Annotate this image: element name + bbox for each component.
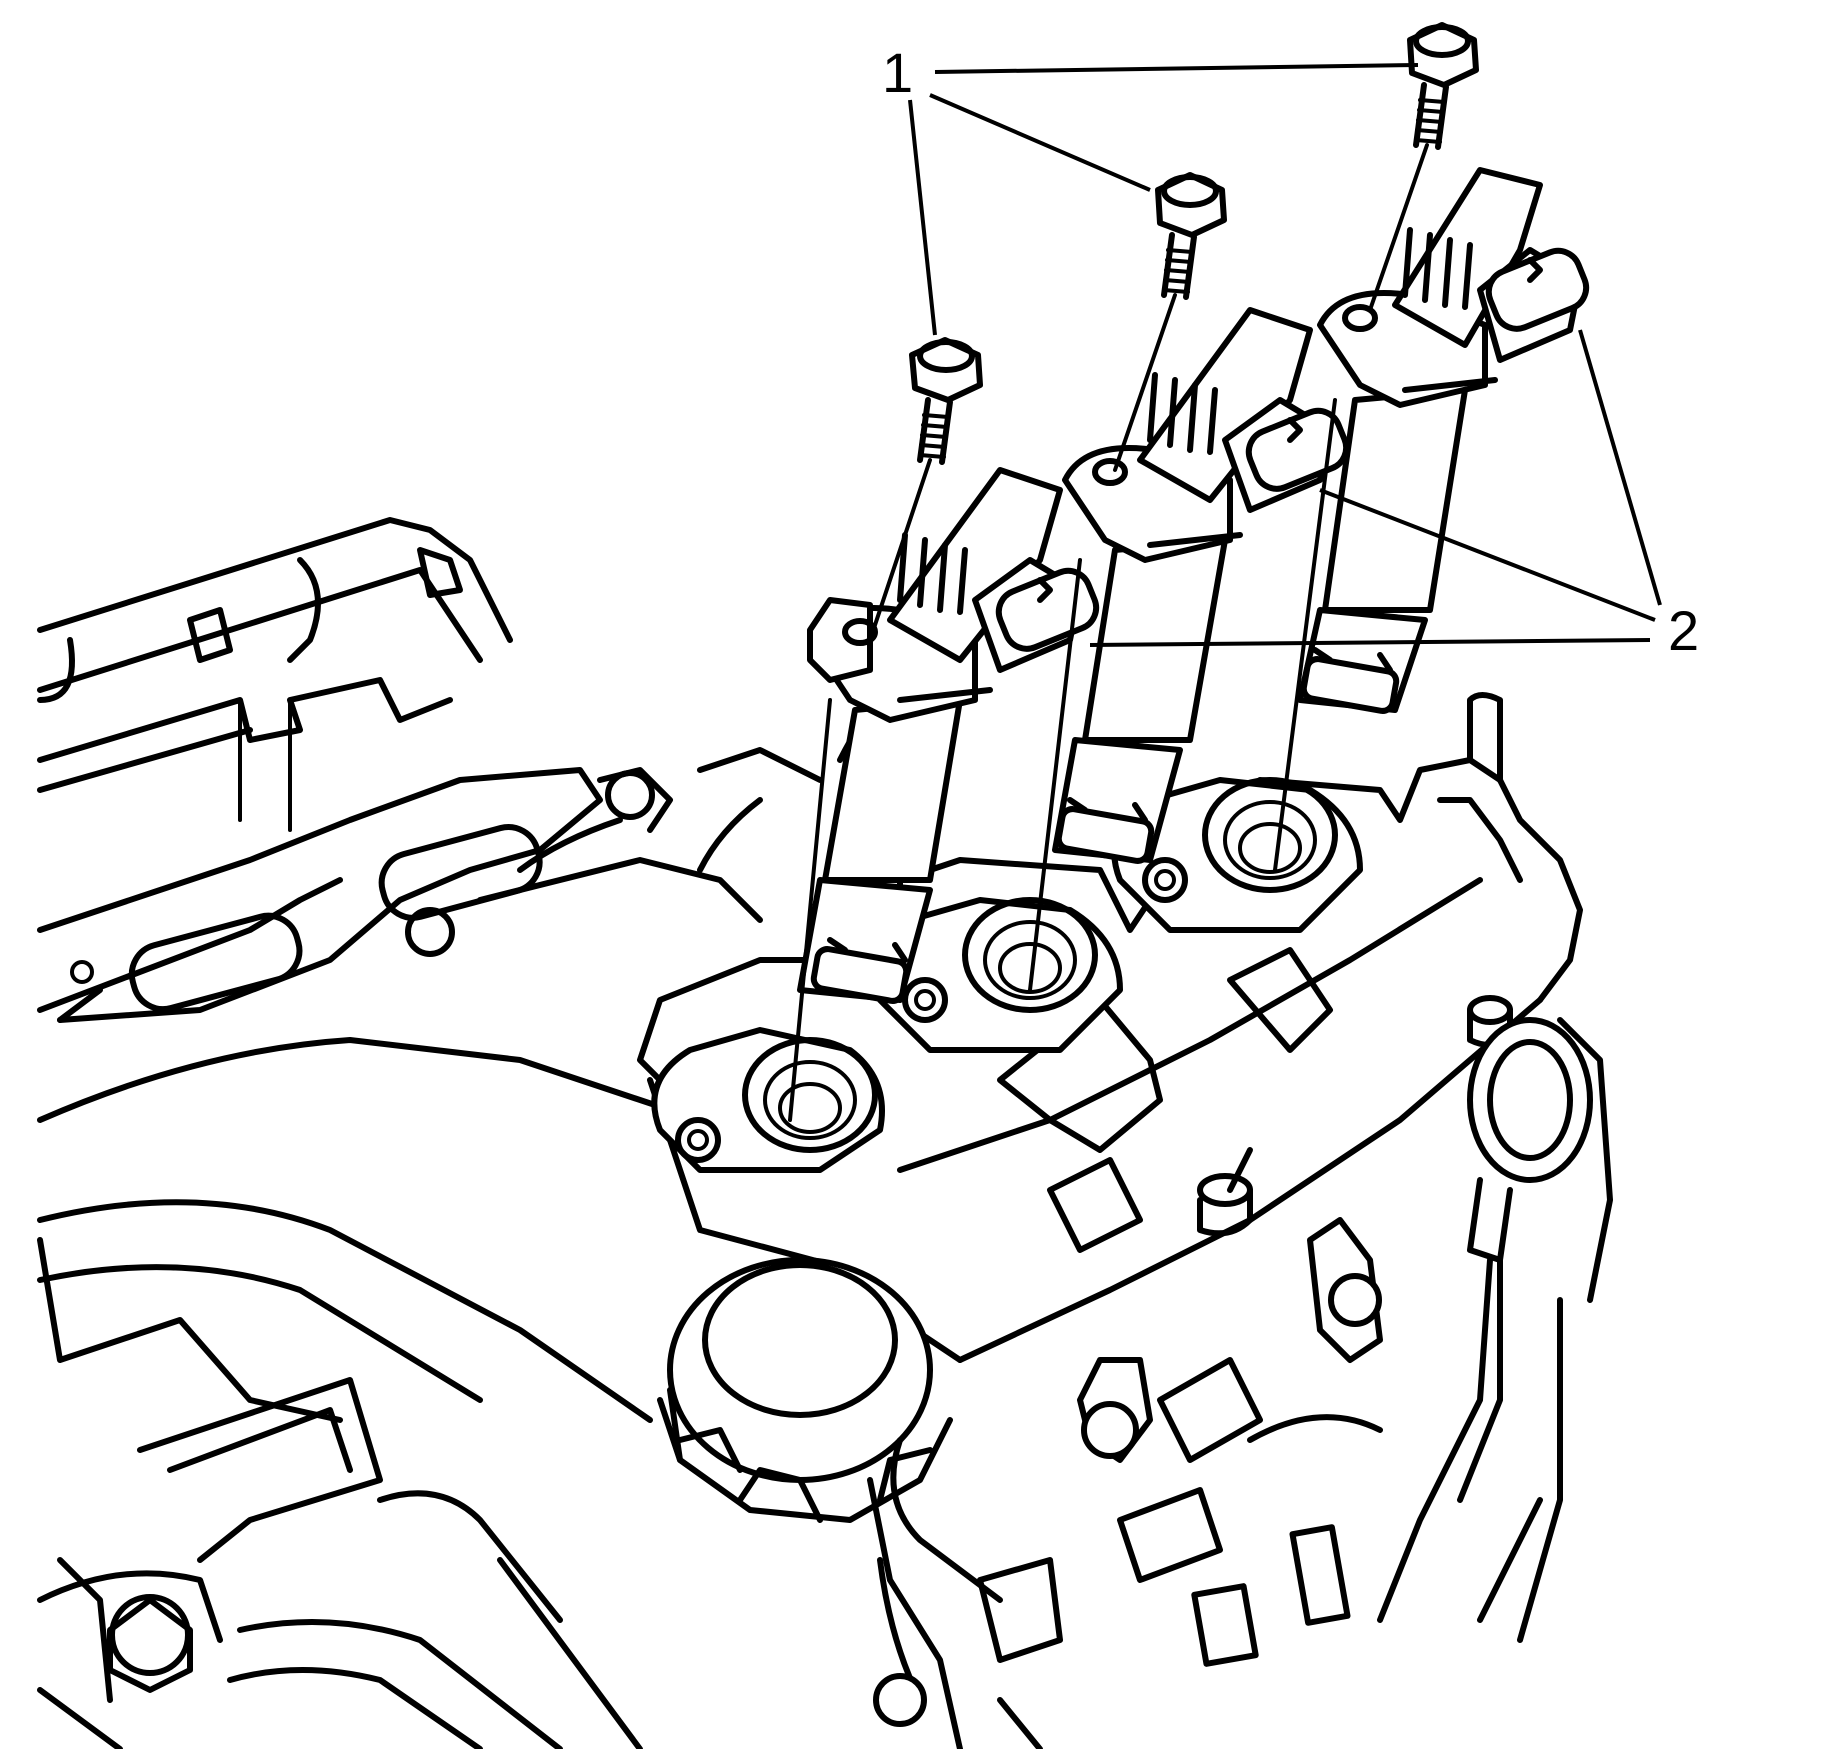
callout-label-bolt: 1 (882, 41, 913, 104)
coil-bolt-1 (909, 337, 983, 465)
coil-bolt-3 (1407, 22, 1479, 150)
ignition-coil-2 (1052, 307, 1350, 864)
ignition-coil-1 (797, 467, 1100, 1004)
engine-left-structure (37, 517, 883, 1749)
coil-bore-flange-3 (1111, 777, 1363, 933)
callout-2-leaders (1089, 329, 1662, 647)
coil-bolt-2 (1155, 172, 1227, 300)
callout-1-leaders (908, 63, 1419, 336)
coil-bore-flange-1 (651, 1027, 885, 1173)
cylinder-head-cover (637, 692, 1613, 1749)
ignition-coil-3 (1297, 167, 1590, 714)
installation-centerlines (788, 143, 1429, 1122)
callout-label-coil-connector: 2 (1668, 599, 1699, 662)
